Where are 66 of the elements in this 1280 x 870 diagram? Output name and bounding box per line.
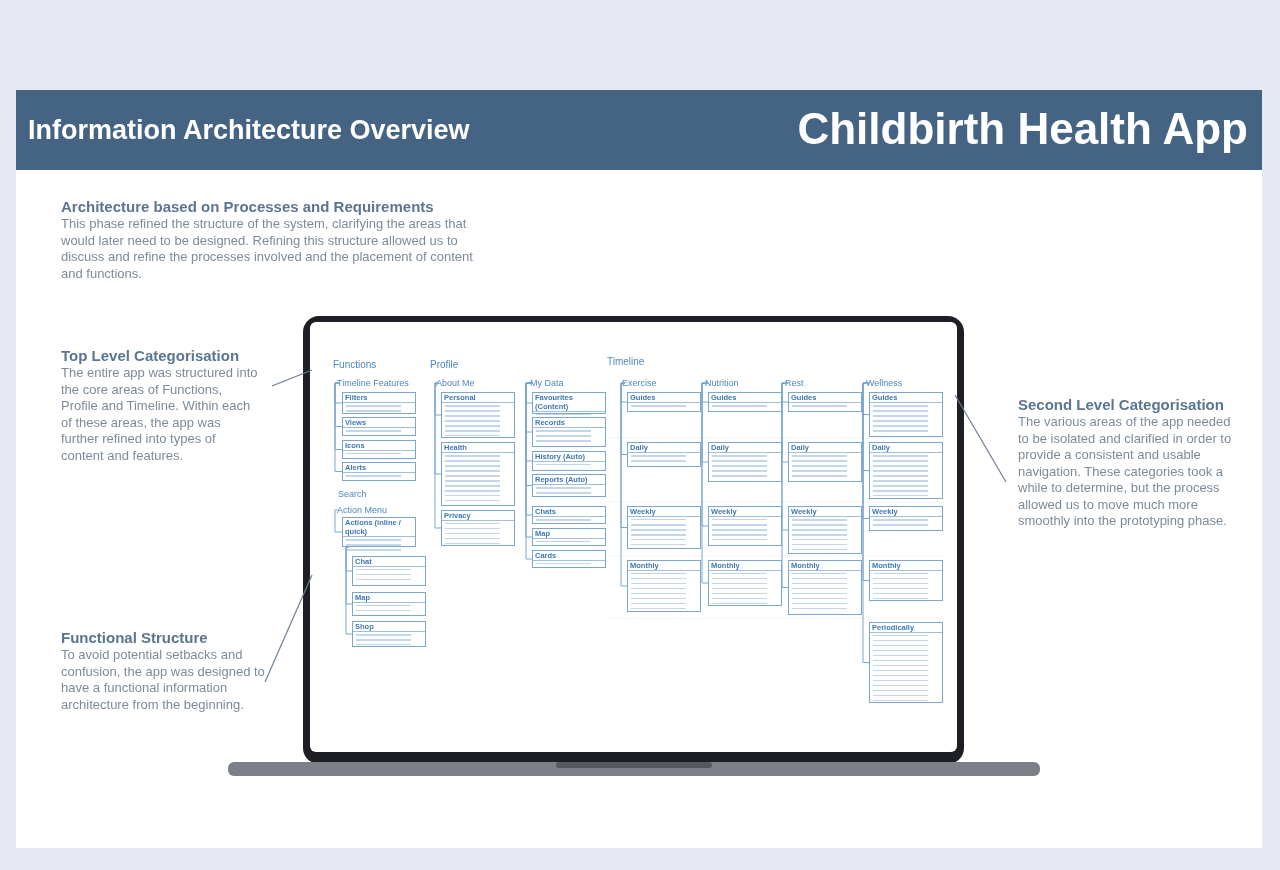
paragraph: The entire app was structured into the core areas of Functions, Profile and Timeline. Within each of these areas, the app was further refined into types of content and features. xyxy=(61,365,259,464)
column-heading: Functions xyxy=(333,360,377,370)
laptop-screen xyxy=(310,322,957,752)
band-title: Childbirth Health App xyxy=(797,104,1248,154)
category-box xyxy=(532,528,606,546)
paragraph: This phase refined the structure of the system, clarifying the areas that would later need to be designed. Refining this structure allowed us to discuss and refine the processes involved and the placement of content and functions. xyxy=(61,216,474,282)
column-heading: Timeline Features xyxy=(337,378,409,388)
category-box xyxy=(788,506,862,554)
section-heading: Second Level Categorisation xyxy=(1018,396,1225,413)
category-box xyxy=(788,442,862,482)
category-box xyxy=(708,392,782,412)
tree-connector xyxy=(620,382,628,587)
category-box xyxy=(532,451,606,471)
category-box xyxy=(627,506,701,549)
category-box xyxy=(441,392,515,438)
category-box xyxy=(788,392,862,412)
category-box xyxy=(352,621,426,647)
paragraph: To avoid potential setbacks and confusion, the app was designed to have a functional information architecture from the beginning. xyxy=(61,647,266,713)
category-box xyxy=(352,592,426,616)
category-box xyxy=(532,506,606,524)
section-heading: Architecture based on Processes and Requirements xyxy=(61,198,435,215)
column-heading: Action Menu xyxy=(337,505,388,515)
column-heading: Wellness xyxy=(866,378,903,388)
column-heading: Timeline xyxy=(607,357,645,367)
column-heading: About Me xyxy=(436,378,475,388)
category-box xyxy=(869,442,943,499)
category-box xyxy=(342,440,416,459)
column-heading: Rest xyxy=(785,378,804,388)
category-box xyxy=(342,392,416,414)
category-box xyxy=(532,474,606,497)
tree-connector xyxy=(334,509,343,533)
column-heading: Nutrition xyxy=(705,378,739,388)
category-box xyxy=(352,556,426,586)
column-heading: Exercise xyxy=(622,378,657,388)
category-box xyxy=(532,417,606,447)
category-box xyxy=(342,462,416,481)
tree-connector xyxy=(334,382,343,472)
category-box xyxy=(532,550,606,568)
tree-connector xyxy=(345,546,353,635)
category-box xyxy=(627,560,701,612)
column-heading: Profile xyxy=(430,360,459,370)
section-heading: Functional Structure xyxy=(61,629,209,646)
category-box xyxy=(627,392,701,412)
category-box xyxy=(708,506,782,546)
category-box xyxy=(869,560,943,601)
category-box xyxy=(342,417,416,436)
category-box xyxy=(708,442,782,482)
category-box xyxy=(441,510,515,546)
leader-line xyxy=(271,369,313,387)
column-heading: Search xyxy=(338,489,367,499)
tree-connector xyxy=(701,382,709,584)
tree-connector xyxy=(781,382,789,588)
category-box xyxy=(441,442,515,506)
tree-connector xyxy=(434,382,442,529)
section-heading: Top Level Categorisation xyxy=(61,347,241,364)
category-box xyxy=(869,506,943,531)
header-band xyxy=(16,90,1262,170)
category-box xyxy=(869,392,943,437)
category-box xyxy=(788,560,862,615)
category-box xyxy=(627,442,701,467)
band-heading: Information Architecture Overview xyxy=(28,115,470,146)
category-box xyxy=(869,622,943,703)
category-box xyxy=(708,560,782,606)
paragraph: The various areas of the app needed to be isolated and clarified in order to provide a consistent and usable navigation. These categories took a while to determine, but the process allowed us to move much more smoothly into the prototyping phase. xyxy=(1018,414,1233,530)
leader-line xyxy=(264,574,313,683)
leader-line xyxy=(954,394,1007,483)
